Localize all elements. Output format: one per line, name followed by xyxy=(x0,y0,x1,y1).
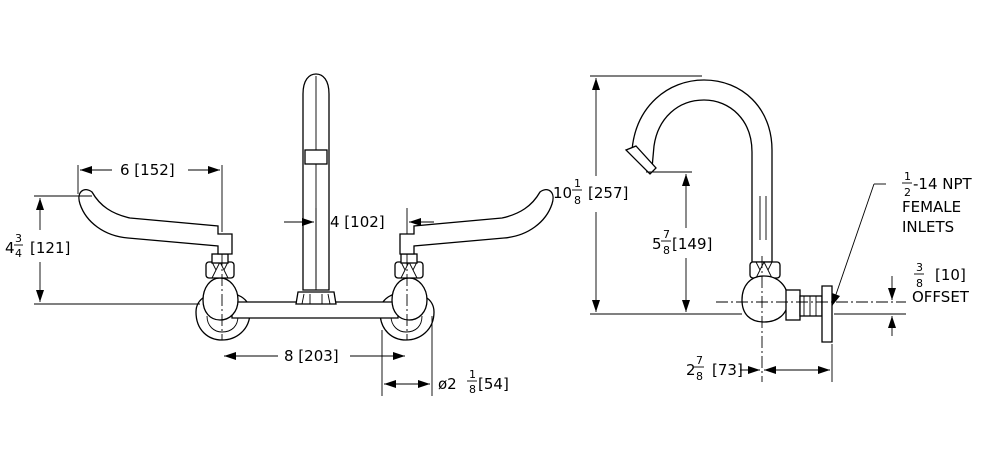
offset-dimension: 3 8 [10] OFFSET xyxy=(834,261,970,336)
overall-height-whole: 10 xyxy=(553,184,572,202)
offset-denominator: 8 xyxy=(916,277,923,290)
spout-height-dimension: 5 7 8 [149] xyxy=(652,174,712,312)
gooseneck-spout-side xyxy=(624,79,773,263)
handle-height-denominator: 4 xyxy=(15,247,22,260)
projection-dimension: 2 7 8 [73] xyxy=(686,344,833,383)
flange-diameter-mm: [54] xyxy=(478,375,509,393)
right-bonnet xyxy=(394,253,424,279)
spout-offset-dimension: 4 [102] xyxy=(284,208,434,290)
handle-height-whole: 4 xyxy=(5,239,15,257)
side-inlet-connection xyxy=(785,285,833,343)
gooseneck-spout-front xyxy=(295,73,337,305)
center-spacing-label: 8 [203] xyxy=(284,347,339,365)
spout-height-mm: [149] xyxy=(672,235,712,253)
handle-height-dimension: 4 3 4 [121] xyxy=(5,195,200,305)
spout-height-denominator: 8 xyxy=(663,244,670,257)
front-view: 6 [152] 4 3 4 [121] 4 [102] xyxy=(5,73,554,396)
handle-height-mm: [121] xyxy=(30,239,70,257)
inlet-line-inlets: INLETS xyxy=(902,218,954,236)
flange-diameter-dimension: ø2 1 8 [54] xyxy=(381,316,509,396)
inlet-line-female: FEMALE xyxy=(902,198,961,216)
flange-diameter-denominator: 8 xyxy=(469,383,476,396)
side-valve-body xyxy=(741,275,789,323)
side-view: 10 1 8 [257] 5 7 8 [149] 2 7 xyxy=(553,75,973,383)
spout-height-whole: 5 xyxy=(652,235,662,253)
inlet-size-denominator: 2 xyxy=(904,186,911,199)
overall-height-denominator: 8 xyxy=(574,194,581,207)
inlet-thread-label: -14 NPT xyxy=(913,175,973,193)
offset-numerator: 3 xyxy=(916,261,923,274)
projection-mm: [73] xyxy=(712,361,743,379)
projection-whole: 2 xyxy=(686,361,696,379)
overall-height-mm: [257] xyxy=(588,184,628,202)
handle-height-numerator: 3 xyxy=(15,232,22,245)
flange-diameter-numerator: 1 xyxy=(469,368,476,381)
left-wrist-blade-handle xyxy=(78,189,233,255)
handle-reach-dimension: 6 [152] xyxy=(77,161,223,232)
flange-diameter-prefix: ø2 xyxy=(438,375,457,393)
offset-mm: [10] xyxy=(935,266,966,284)
spout-offset-label: 4 [102] xyxy=(330,213,385,231)
female-inlets-callout: 1 2 -14 NPT FEMALE INLETS xyxy=(831,170,973,307)
left-valve-body xyxy=(202,277,239,321)
overall-height-dimension: 10 1 8 [257] xyxy=(553,78,628,312)
projection-numerator: 7 xyxy=(696,354,703,367)
inlet-size-numerator: 1 xyxy=(904,170,911,183)
overall-height-numerator: 1 xyxy=(574,177,581,190)
center-spacing-dimension: 8 [203] xyxy=(224,347,405,365)
handle-reach-label: 6 [152] xyxy=(120,161,175,179)
offset-label: OFFSET xyxy=(912,288,970,306)
left-bonnet xyxy=(205,253,235,279)
right-valve-body xyxy=(391,277,428,321)
spout-height-numerator: 7 xyxy=(663,228,670,241)
right-wrist-blade-handle xyxy=(399,189,554,255)
projection-denominator: 8 xyxy=(696,370,703,383)
